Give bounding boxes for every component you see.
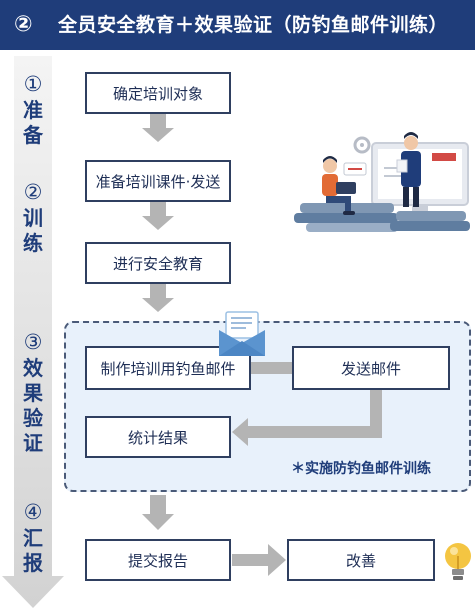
arrow-down-4 xyxy=(142,495,174,530)
arrow-report-to-improve xyxy=(232,544,286,576)
step-train-label: ② 训 练 xyxy=(23,180,43,255)
phase-arrow xyxy=(2,56,64,608)
send-mail-box: 发送邮件 xyxy=(292,346,450,390)
arrow-down-1 xyxy=(142,112,174,142)
step-verify-label: ③ 效 果 验 证 xyxy=(23,330,43,455)
arrow-down-2 xyxy=(142,200,174,230)
arrow-send-to-statistics xyxy=(232,418,382,446)
arrow-down-3 xyxy=(142,282,174,312)
phishing-drill-note: ＊实施防钓鱼邮件训练 xyxy=(291,461,431,477)
step-prepare-label: ① 准 备 xyxy=(23,72,43,147)
header-bar: ② 全员安全教育＋效果验证（防钓鱼邮件训练） xyxy=(0,0,475,50)
make-phishing-mail-box: 制作培训用钓鱼邮件 xyxy=(85,346,251,390)
define-target-box: 确定培训对象 xyxy=(85,72,231,114)
conduct-education-box: 进行安全教育 xyxy=(85,242,231,284)
submit-report-box: 提交报告 xyxy=(85,539,231,581)
page-title: 全员安全教育＋效果验证（防钓鱼邮件训练） xyxy=(58,14,449,36)
prepare-courseware-box: 准备培训课件·发送 xyxy=(85,160,231,202)
arrow-make-to-send xyxy=(250,362,292,374)
step-report-label: ④ 汇 报 xyxy=(23,500,43,575)
statistics-box: 统计结果 xyxy=(85,416,231,458)
improve-box: 改善 xyxy=(287,539,435,581)
header-number: ② xyxy=(14,12,33,37)
